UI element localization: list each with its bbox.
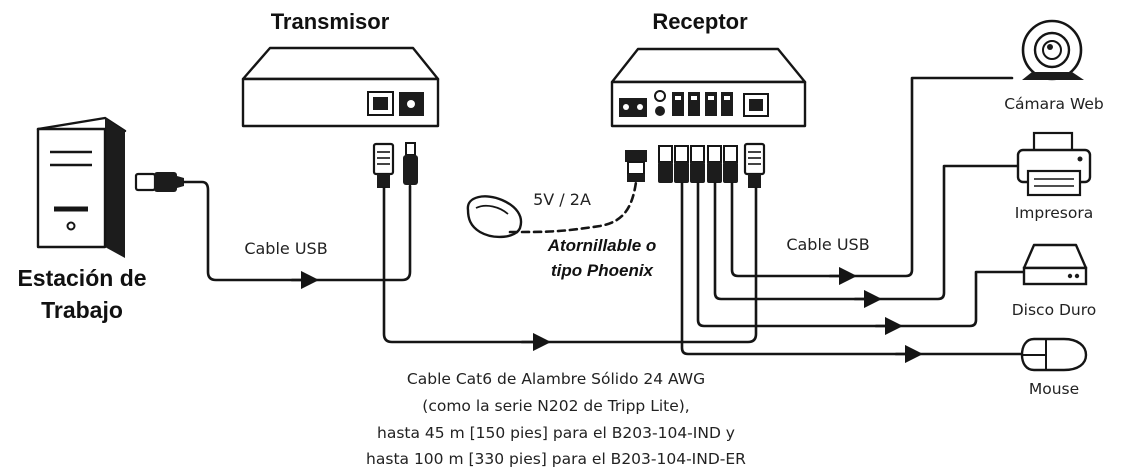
dc-plug-icon — [403, 142, 418, 185]
webcam-label: Cámara Web — [1004, 95, 1104, 113]
terminal-port-icon — [619, 98, 647, 117]
usb-cable-label-left: Cable USB — [244, 239, 327, 258]
power-port-icon — [399, 92, 424, 116]
terminal-type-label-line2: tipo Phoenix — [551, 261, 655, 280]
power-rating-label: 5V / 2A — [533, 190, 591, 209]
hard-drive-icon — [1022, 243, 1088, 286]
terminal-type-label-line1: Atornillable o — [547, 236, 657, 255]
usb-plug-icon — [658, 145, 673, 183]
power-adapter-icon — [466, 195, 523, 239]
rj45-port-icon — [367, 91, 394, 116]
webcam-icon — [1021, 19, 1084, 81]
usb-plug-icon — [723, 145, 738, 183]
usb-plug-icon — [134, 172, 184, 192]
transmitter-title: Transmisor — [271, 9, 390, 34]
workstation-tower-icon — [36, 116, 127, 258]
terminal-block-icon — [625, 150, 647, 182]
rj45-plug-icon — [743, 142, 766, 188]
transmitter-unit — [241, 46, 440, 128]
usb-plug-icon — [707, 145, 722, 183]
cable-caption: Cable Cat6 de Alambre Sólido 24 AWG (com… — [366, 370, 746, 468]
caption-line: (como la serie N202 de Tripp Lite), — [422, 397, 689, 415]
disk-label: Disco Duro — [1012, 301, 1097, 319]
workstation-label-line2: Trabajo — [41, 297, 123, 323]
mouse-icon — [1020, 337, 1088, 372]
receiver-unit — [610, 47, 807, 128]
usb-plug-icon — [674, 145, 689, 183]
caption-line: Cable Cat6 de Alambre Sólido 24 AWG — [407, 370, 705, 388]
printer-icon — [1016, 131, 1092, 197]
usb-cable-label-right: Cable USB — [786, 235, 869, 254]
receiver-title: Receptor — [652, 9, 748, 34]
usb-port-icon — [672, 92, 733, 116]
usb-plug-icon — [690, 145, 705, 183]
caption-line: hasta 45 m [150 pies] para el B203-104-I… — [377, 424, 735, 442]
workstation-label-line1: Estación de — [17, 265, 146, 291]
rj45-port-icon — [743, 93, 769, 117]
mouse-label: Mouse — [1029, 380, 1079, 398]
printer-label: Impresora — [1015, 204, 1094, 222]
caption-line: hasta 100 m [330 pies] para el B203-104-… — [366, 450, 746, 468]
rj45-plug-icon — [372, 142, 395, 188]
receiver-usb-plugs — [658, 145, 738, 183]
